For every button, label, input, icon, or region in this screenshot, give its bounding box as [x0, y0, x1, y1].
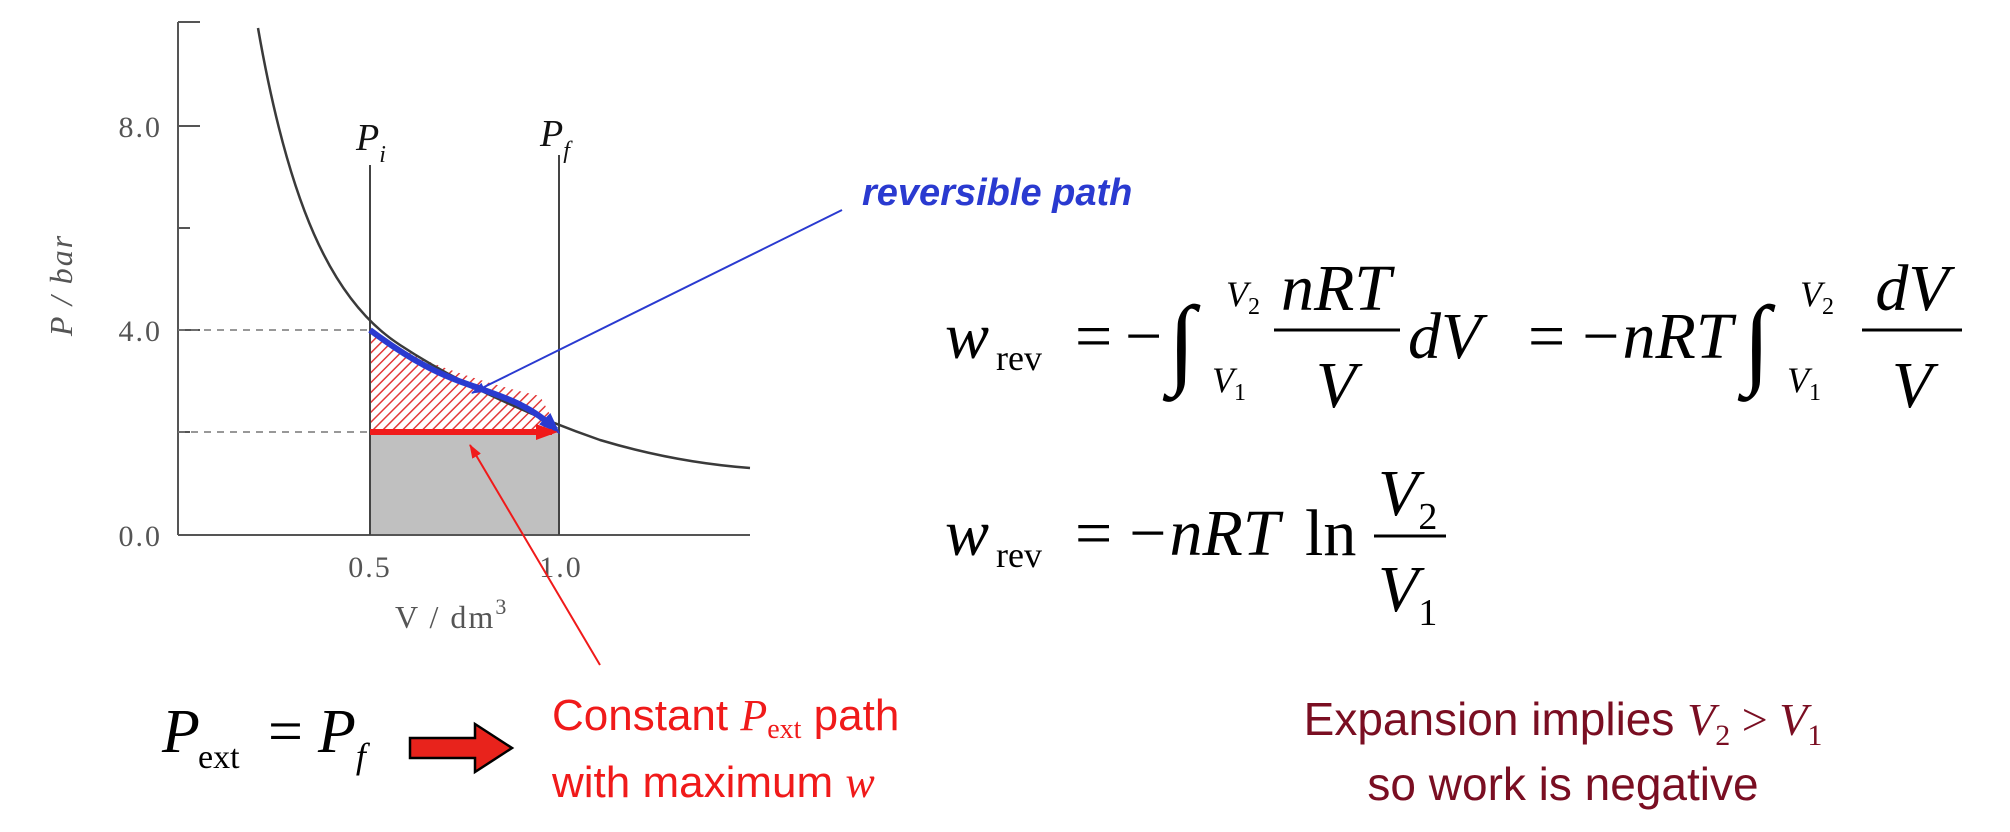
x-axis-label: V / dm3 [395, 594, 508, 635]
eq1-dV: dV [1408, 300, 1488, 373]
eq1-int2-lower-sub: 1 [1809, 380, 1821, 406]
marker-pi-sub: i [379, 142, 386, 168]
marker-label-pf: Pf [539, 113, 573, 164]
constant-note-post: path [801, 691, 899, 740]
eq1-int2-lower-main: V [1787, 360, 1813, 400]
eq1-int2-upper-sub: 2 [1822, 294, 1834, 320]
x-axis-label-text: V / dm [395, 599, 495, 635]
eq1-int2-lower: V1 [1787, 360, 1821, 406]
y-tick-label-8: 8.0 [119, 111, 163, 144]
marker-pf-sub: f [563, 138, 573, 164]
reversible-pointer-line [471, 209, 843, 394]
expansion-note-pre: Expansion implies [1304, 693, 1688, 745]
constant-pointer-line [469, 444, 601, 666]
constant-callout [469, 444, 601, 666]
eq1-int2-upper: V2 [1800, 274, 1834, 320]
x-tick-label-0-5: 0.5 [348, 551, 392, 584]
constant-note-line1: Constant Pext path [552, 691, 899, 745]
reversible-path-label: reversible path [862, 172, 1132, 214]
eq2-num-sub: 2 [1418, 496, 1437, 538]
constant-note-line2: with maximum w [551, 758, 875, 807]
constant-note-ext: ext [767, 714, 801, 745]
y-tick-label-0: 0.0 [119, 520, 163, 553]
eq1-int1-lower: V1 [1212, 360, 1246, 406]
marker-pf-main: P [539, 113, 563, 155]
reversible-callout: reversible path [471, 172, 1132, 394]
implies-arrow-icon [408, 721, 515, 775]
eq1-minus: − [1125, 300, 1162, 373]
equation-reversible-work-log: w rev = −nRT ln V2 V1 [945, 457, 1446, 634]
pv-diagram: 8.0 4.0 0.0 0.5 1.0 P / bar V / dm3 Pi P… [43, 21, 751, 635]
eq1-int1-upper-main: V [1226, 274, 1252, 314]
marker-label-pi: Pi [355, 117, 386, 168]
eq2-den-main: V [1378, 553, 1425, 626]
constant-note-P: P [739, 691, 767, 740]
constant-note-pre: Constant [552, 691, 740, 740]
eq1-int2-upper-main: V [1800, 274, 1826, 314]
eq1-minus-nRT: −nRT [1578, 300, 1737, 373]
expansion-note-line2: so work is negative [1367, 758, 1758, 810]
eq2-den-sub: 1 [1418, 592, 1437, 634]
expansion-gt: > [1730, 694, 1779, 745]
expansion-V2-sub: 2 [1715, 719, 1730, 752]
expansion-V2-main: V [1687, 694, 1720, 745]
eq1-equals: = [1075, 300, 1112, 373]
constant-note-line2-pre: with maximum [551, 758, 845, 807]
x-axis-label-superscript: 3 [495, 594, 508, 619]
expansion-V1-main: V [1779, 694, 1812, 745]
eq1-integral-1: ∫ [1162, 286, 1201, 402]
constant-note-w: w [845, 758, 875, 807]
pext-Pf: Pf [317, 698, 371, 776]
eq1-frac2-denominator: V [1892, 349, 1939, 422]
eq1-equals-2: = [1528, 300, 1565, 373]
eq1-w: w [945, 300, 989, 373]
eq1-int1-upper: V2 [1226, 274, 1260, 320]
eq1-frac1-numerator: nRT [1281, 252, 1395, 325]
reversible-path-line [368, 327, 561, 435]
eq1-integral-2: ∫ [1737, 286, 1776, 402]
equation-reversible-work-integral: w rev = − ∫ V2 V1 nRT V dV = −nRT ∫ V2 V… [945, 252, 1962, 422]
eq2-w: w [945, 497, 989, 570]
pext-Pf-main: P [317, 698, 356, 766]
eq1-int1-upper-sub: 2 [1248, 294, 1260, 320]
eq2-ln: ln [1305, 497, 1356, 570]
eq1-frac1-denominator: V [1316, 349, 1363, 422]
marker-pi-main: P [355, 117, 379, 159]
pext-ext-sub: ext [198, 739, 240, 776]
eq2-numerator: V2 [1378, 457, 1437, 538]
constant-pressure-work-area [370, 432, 559, 535]
pext-equals: = [268, 698, 303, 766]
eq2-num-main: V [1378, 457, 1425, 530]
isotherm-curve [256, 27, 751, 470]
constant-path-note: Constant Pext path with maximum w [551, 691, 899, 807]
eq2-denominator: V1 [1378, 553, 1437, 634]
expansion-note-line1: Expansion implies V2 > V1 [1304, 693, 1823, 752]
pext-Pf-sub: f [356, 736, 371, 776]
eq1-int1-lower-sub: 1 [1234, 380, 1246, 406]
eq1-frac2-numerator: dV [1875, 252, 1955, 325]
eq1-int1-lower-main: V [1212, 360, 1238, 400]
x-tick-label-1-0: 1.0 [539, 551, 583, 584]
expansion-note: Expansion implies V2 > V1 so work is neg… [1304, 693, 1823, 810]
eq1-rev-sub: rev [996, 338, 1042, 378]
y-tick-label-4: 4.0 [119, 315, 163, 348]
eq2-minus-nRT: −nRT [1125, 497, 1284, 570]
y-axis-label: P / bar [43, 234, 79, 337]
eq2-rev-sub: rev [996, 535, 1042, 575]
pext-equals-pf-equation: P ext = Pf [161, 698, 515, 776]
expansion-V1-sub: 1 [1807, 719, 1822, 752]
eq2-equals: = [1075, 497, 1112, 570]
pext-P: P [161, 698, 200, 766]
